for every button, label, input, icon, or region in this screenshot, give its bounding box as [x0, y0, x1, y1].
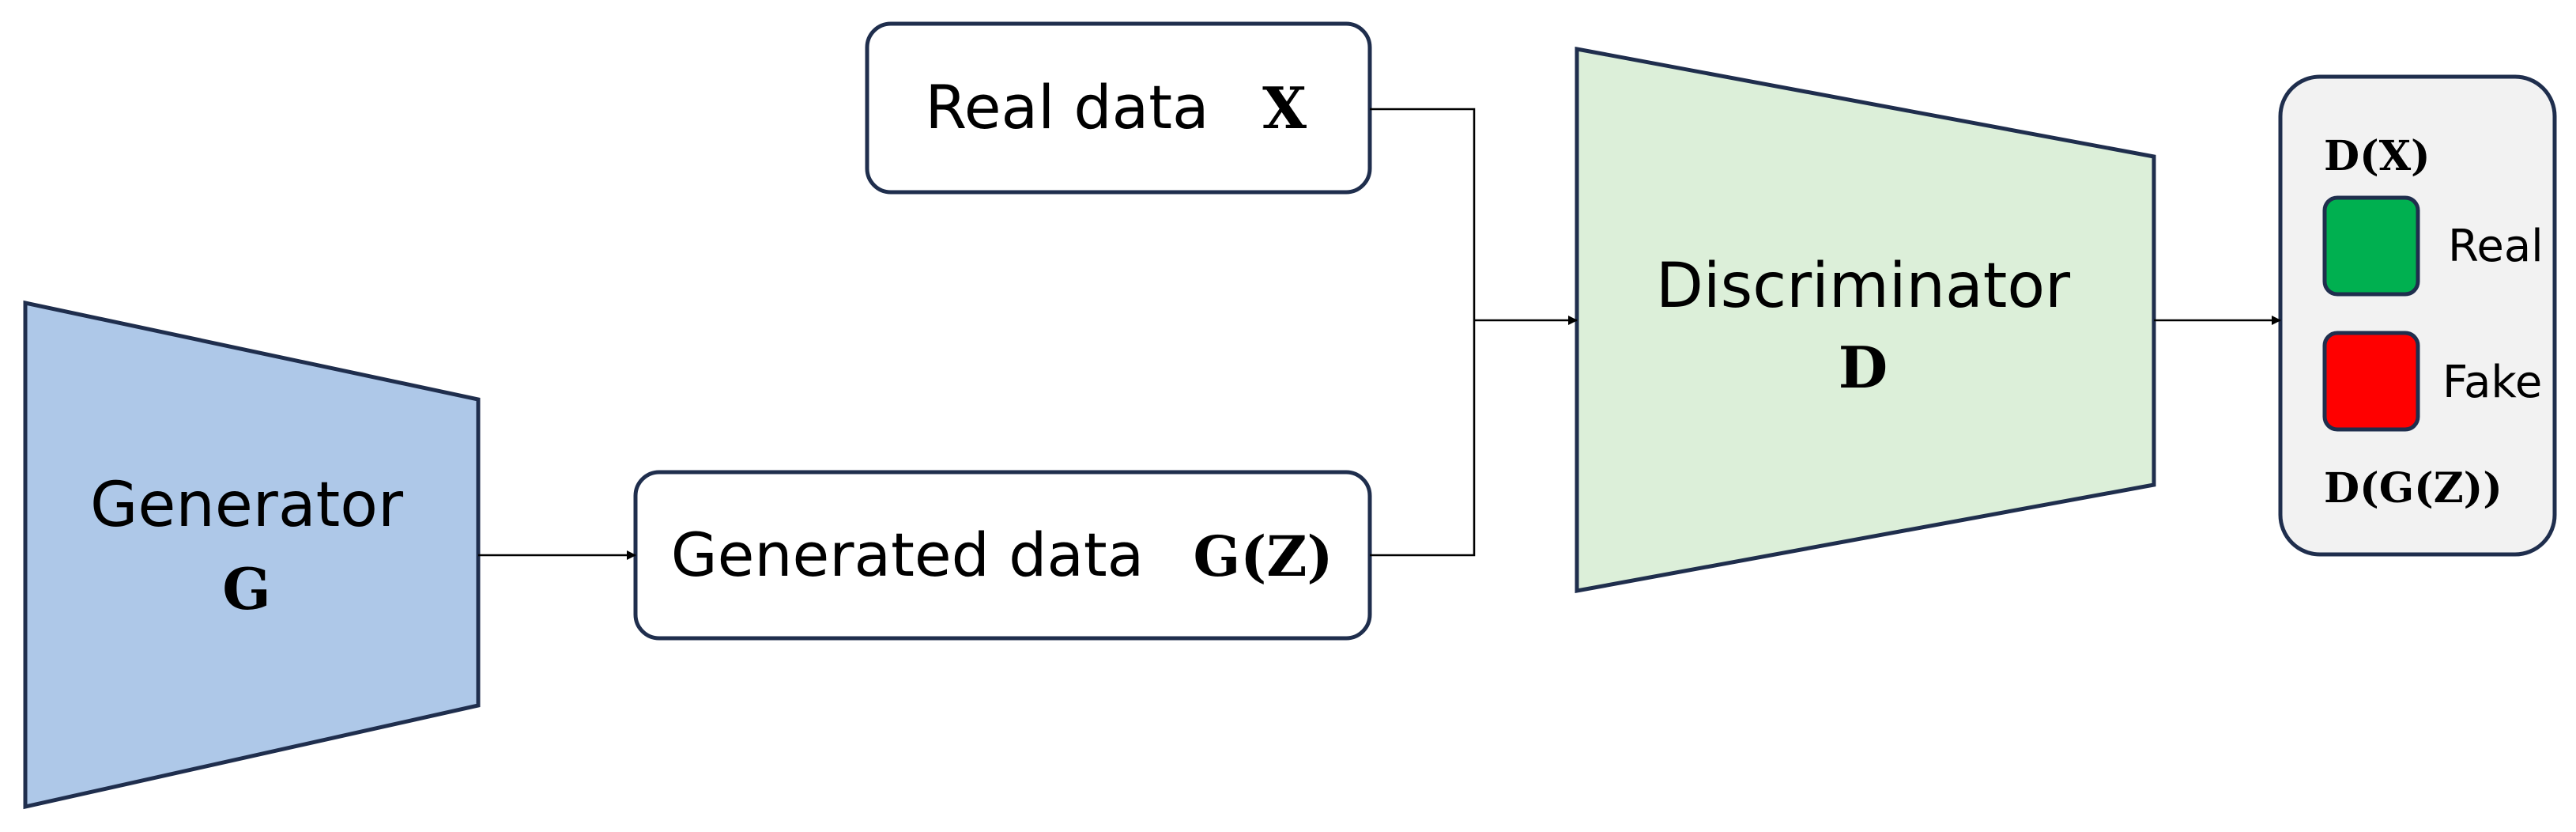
real-data-connector	[1370, 108, 1476, 320]
generated-data-connector	[1370, 320, 1476, 557]
discriminator-block: Discriminator D	[1575, 46, 2156, 594]
real-data-box	[865, 21, 1372, 195]
generator-block: Generator G	[23, 300, 481, 810]
real-swatch	[2322, 195, 2420, 297]
discriminator-symbol: D	[1839, 334, 1888, 401]
discriminator-shape	[1575, 46, 2156, 594]
output-bottom-label: D(G(Z))	[2324, 464, 2502, 512]
generator-symbol: G	[222, 555, 271, 622]
generated-data-block: Generated data G(Z)	[633, 470, 1372, 641]
fake-swatch	[2322, 331, 2420, 432]
generator-title: Generator	[90, 470, 404, 541]
fake-label: Fake	[2442, 357, 2542, 408]
output-panel: D(X) Real Fake D(G(Z))	[2278, 74, 2557, 557]
output-top-label: D(X)	[2324, 132, 2431, 180]
real-data-symbol: X	[1262, 74, 1307, 142]
real-data-block: Real data X	[865, 21, 1372, 195]
generated-data-label: Generated data	[671, 520, 1145, 590]
generated-data-symbol: G(Z)	[1193, 524, 1333, 589]
generator-shape	[23, 300, 481, 810]
discriminator-title: Discriminator	[1656, 251, 2071, 322]
real-data-label: Real data	[925, 72, 1209, 142]
real-label: Real	[2448, 221, 2544, 272]
